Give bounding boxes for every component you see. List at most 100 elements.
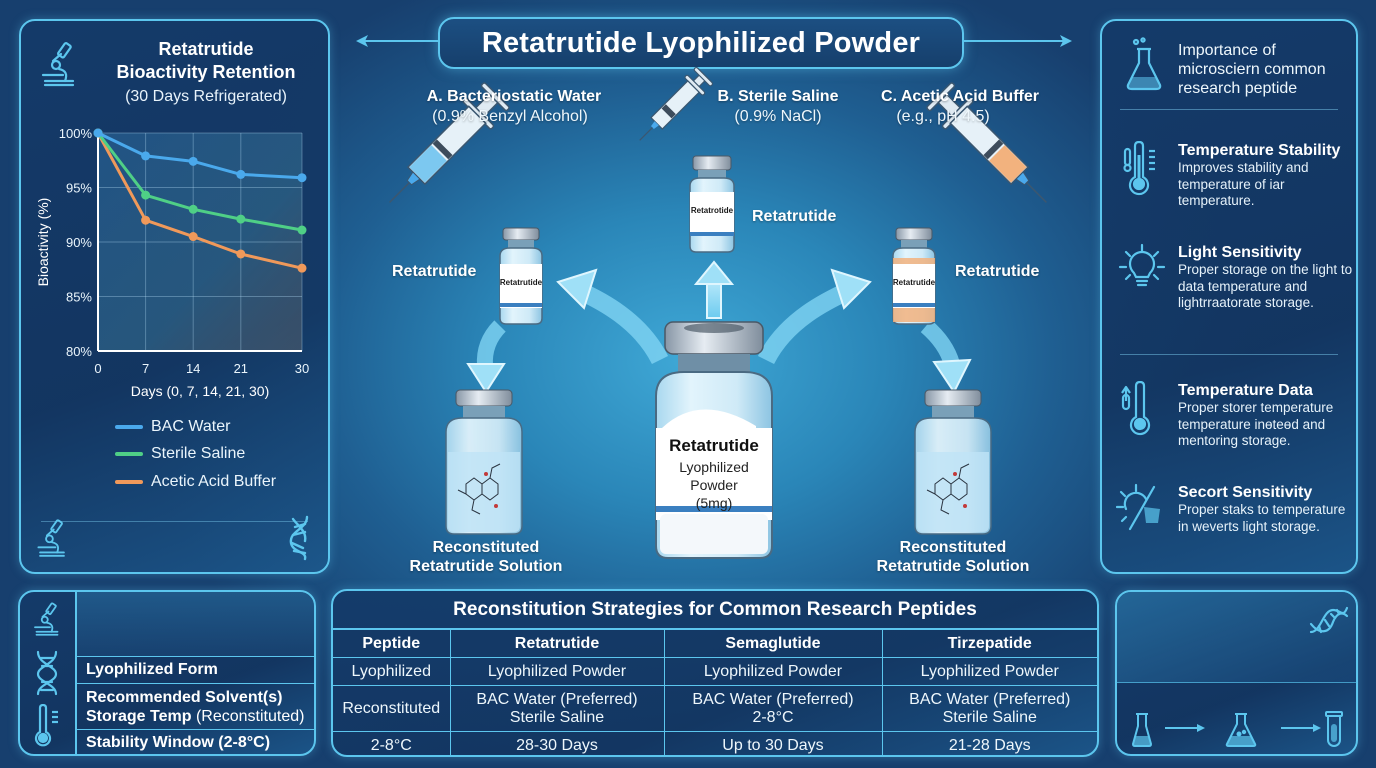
legend-label: Sterile Saline <box>151 445 246 463</box>
table-cell: Up to 30 Days <box>663 731 883 755</box>
svg-text:95%: 95% <box>66 181 92 196</box>
table-title: Reconstitution Strategies for Common Res… <box>333 591 1097 629</box>
table-cell: 2-8°C <box>333 731 451 755</box>
microscope-icon <box>35 517 69 559</box>
row-label-text: Recommended Solvent(s) <box>86 688 283 706</box>
flask-icon <box>1124 37 1164 93</box>
solvent-c-title: C. Acetic Acid Buffer <box>881 88 1039 105</box>
svg-text:90%: 90% <box>66 235 92 250</box>
vial-b-icon: Retatrotide <box>689 155 735 253</box>
row-label-text: (Reconstituted) <box>191 707 305 725</box>
table-cell: 28-30 Days <box>449 731 665 755</box>
cell-line: 2-8°C <box>752 708 794 726</box>
svg-text:Powder: Powder <box>690 477 738 493</box>
row-label-solvent-storage: Recommended Solvent(s) Storage Temp (Rec… <box>77 683 314 729</box>
chart-subtitle: (30 Days Refrigerated) <box>125 88 287 105</box>
legend-label: Acetic Acid Buffer <box>151 472 277 490</box>
syringe-c-icon <box>926 82 1047 203</box>
column-header: Tirzepatide <box>881 629 1097 658</box>
solvent-b-subtitle: (0.9% NaCl) <box>734 108 822 125</box>
solvent-a-title: A. Bacteriostatic Water <box>426 88 602 105</box>
table-cell: Lyophilized <box>333 657 451 686</box>
info-item-desc: Proper storage on the light to data temp… <box>1178 262 1353 310</box>
info-intro: Importance of microsciern common researc… <box>1178 42 1326 97</box>
info-item-desc: Proper staks to temperature in weverts l… <box>1178 502 1346 534</box>
vial-b-label: Retatrutide <box>752 208 837 225</box>
cell-line: Sterile Saline <box>509 708 605 726</box>
svg-text:Bioactivity (%): Bioactivity (%) <box>35 198 51 287</box>
strategies-table-panel: Reconstitution Strategies for Common Res… <box>331 589 1099 757</box>
table-cell: Lyophilized Powder <box>449 657 665 686</box>
arrow-right-icon <box>1058 34 1072 48</box>
svg-text:Retatrutide: Retatrutide <box>893 278 936 287</box>
table-cell: Lyophilized Powder <box>663 657 883 686</box>
reconstituted-vial-left-icon <box>445 389 523 535</box>
reconstituted-left-label: Reconstituted Retatrutide Solution <box>396 538 576 576</box>
chart-panel: Retatrutide Bioactivity Retention (30 Da… <box>19 19 330 574</box>
divider <box>75 592 77 754</box>
arrow-up-icon <box>693 260 735 319</box>
row-label-header-area <box>77 592 314 656</box>
chart-legend: BAC Water Sterile Saline Acetic Acid Buf… <box>115 413 276 496</box>
legend-label: BAC Water <box>151 417 231 435</box>
beaker-icon <box>1131 712 1153 748</box>
info-item-title: Light Sensitivity <box>1178 244 1302 261</box>
thermometer-arrow-icon <box>1120 381 1160 437</box>
info-item-temperature-data: Temperature Data Proper storer temperatu… <box>1178 381 1356 450</box>
chart-title-line2: Bioactivity Retention <box>116 62 296 82</box>
dna-icon <box>1309 604 1349 638</box>
header-line-right <box>964 40 1068 42</box>
dna-icon <box>283 515 315 561</box>
table-cell: BAC Water (Preferred)Sterile Saline <box>449 685 665 732</box>
legend-swatch <box>115 479 143 484</box>
reconstituted-right-label: Reconstituted Retatrutide Solution <box>863 538 1043 576</box>
svg-text:0: 0 <box>94 361 101 376</box>
info-item-secort-sensitivity: Secort Sensitivity Proper staks to tempe… <box>1178 483 1356 535</box>
svg-text:Retatrutide: Retatrutide <box>669 436 759 455</box>
info-item-title: Temperature Data <box>1178 382 1313 399</box>
row-label-panel: Lyophilized Form Recommended Solvent(s) … <box>18 590 316 756</box>
workflow-panel <box>1115 590 1358 756</box>
page-title: Retatrutide Lyophilized Powder <box>438 17 964 69</box>
vial-a-label: Retatrutide <box>392 263 477 280</box>
row-label-stability-window: Stability Window (2-8°C) <box>77 729 314 756</box>
table-cell: 21-28 Days <box>881 731 1097 755</box>
table-row: 2-8°C 28-30 Days Up to 30 Days 21-28 Day… <box>333 731 1097 755</box>
workflow-header-area <box>1117 592 1356 683</box>
svg-text:100%: 100% <box>59 126 93 141</box>
legend-swatch <box>115 424 143 429</box>
strategies-table: Peptide Retatrutide Semaglutide Tirzepat… <box>333 629 1097 755</box>
solvent-b-title: B. Sterile Saline <box>717 88 839 105</box>
syringe-a-icon <box>389 82 510 203</box>
label-line: Reconstituted <box>432 539 540 556</box>
info-item-temperature-stability: Temperature Stability Improves stability… <box>1178 141 1356 210</box>
thermometer-icon <box>1122 141 1160 197</box>
svg-text:85%: 85% <box>66 290 92 305</box>
table-row: Lyophilized Lyophilized Powder Lyophiliz… <box>333 657 1097 686</box>
row-label-text: Lyophilized Form <box>86 661 218 678</box>
svg-text:21: 21 <box>234 361 248 376</box>
chart-title-line1: Retatrutide <box>158 39 254 59</box>
test-tube-icon <box>1325 710 1343 748</box>
divider <box>41 521 308 522</box>
row-label-text: Stability Window (2-8°C) <box>86 734 271 751</box>
svg-text:Days (0, 7, 14, 21, 30): Days (0, 7, 14, 21, 30) <box>131 383 270 399</box>
arrow-up-left-icon <box>556 268 669 365</box>
column-header: Retatrutide <box>449 629 665 658</box>
table-cell: Reconstituted <box>333 685 451 732</box>
lightbulb-icon <box>1118 243 1166 291</box>
table-cell: BAC Water (Preferred)Sterile Saline <box>881 685 1097 732</box>
flask-icon <box>1225 712 1257 748</box>
svg-text:14: 14 <box>186 361 200 376</box>
arrow-down-left-icon <box>466 320 506 394</box>
column-header: Semaglutide <box>663 629 883 658</box>
reconstituted-vial-right-icon <box>914 389 992 535</box>
vial-c-icon: Retatrutide <box>892 227 936 325</box>
info-item-title: Temperature Stability <box>1178 142 1341 159</box>
info-item-light-sensitivity: Light Sensitivity Proper storage on the … <box>1178 243 1356 312</box>
legend-swatch <box>115 452 143 457</box>
svg-text:Retatrutide: Retatrutide <box>500 278 543 287</box>
solvent-a-subtitle: (0.9% Benzyl Alcohol) <box>432 108 588 125</box>
dna-icon <box>34 650 60 696</box>
